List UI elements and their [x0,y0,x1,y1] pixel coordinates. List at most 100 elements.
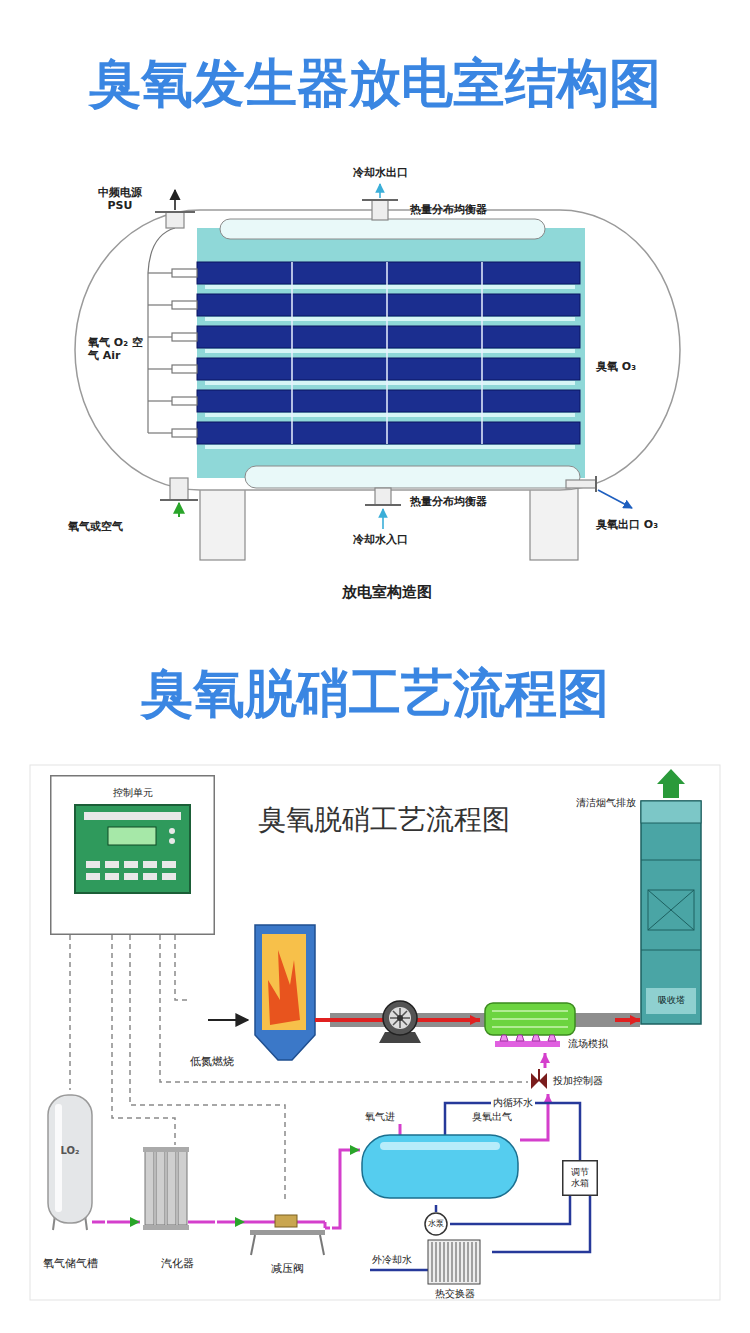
control-unit-shape [169,828,175,834]
electrode-connector [148,228,175,273]
heat-exchanger-shape [495,1041,560,1047]
part-label: 冷却水出口 [345,166,415,179]
heat-exchanger-shape [532,1035,540,1041]
pipe-connector [450,1196,570,1224]
ozone-generator-shape [399,1124,402,1135]
heat-equalizer [245,466,580,488]
ozone-generator-shape [380,1142,500,1150]
fan-symbol [383,1001,417,1035]
node-label: 热交换器 [420,1288,490,1300]
plate-heat-exchanger-shape [464,1242,465,1282]
chamber-pipe [365,504,401,506]
fan-symbol [390,1008,410,1028]
control-unit-shape [124,873,138,880]
boiler: 低氮燃烧 [190,920,330,1075]
pressure-valve: 减压阀 [245,1200,332,1278]
flow-arrow [382,509,384,529]
discharge-tube [205,349,575,353]
electrode-connector [148,304,172,305]
node-label: 吸收塔 [640,995,702,1006]
control-unit-shape [105,861,119,868]
pipe-connector [435,1205,438,1212]
vaporizer-shape [167,1150,176,1225]
ozone-generator-shape [360,1110,520,1205]
control-unit-shape [86,873,100,880]
control-signal-line [175,935,190,1000]
control-unit-shape [86,861,100,868]
boiler-shape [315,1018,330,1022]
control-unit-shape [143,873,157,880]
absorption-tower: 吸收塔 [640,800,704,1025]
electrode-connector [172,333,197,341]
ozone-generator-shape [362,1135,518,1198]
node-label: 投加控制器 [553,1075,603,1087]
discharge-tube [205,317,575,321]
flow-arrow [379,184,381,198]
absorption-tower-shape [640,800,702,1025]
discharge-tube [197,326,580,348]
control-signal-line [160,935,528,1082]
part-label: 外冷却水 [372,1254,412,1266]
oxygen-tank: LO₂氧气储气槽 [35,1090,107,1275]
part-label: 热量分布均衡器 [410,203,487,216]
plate-heat-exchanger-shape [468,1242,469,1282]
electrode-connector [172,397,197,405]
electrode-connector [172,301,197,309]
plate-heat-exchanger-shape [452,1242,453,1282]
node-label: 汽化器 [140,1257,215,1270]
node-label: 调节水箱 [570,1167,590,1189]
dosing-valve-shape [538,1069,540,1081]
flow-arrow [598,490,632,508]
chamber-pipe [375,488,391,505]
pressure-valve-shape [320,1235,324,1255]
discharge-tube [291,262,293,444]
electrode-connector [172,429,197,437]
discharge-tube [197,262,580,449]
chamber-pipe [362,199,398,201]
discharge-tube [292,262,482,444]
pipe-connector [217,1221,245,1224]
control-unit-shape [75,805,190,893]
pressure-valve-shape [325,1227,330,1230]
node-label: 氧气储气槽 [35,1257,105,1270]
plate-heat-exchanger-shape [448,1242,449,1282]
plate-heat-exchanger-shape [460,1242,461,1282]
plate-heat-exchanger-shape [472,1242,473,1282]
chamber-pipe [566,480,596,488]
part-label: 臭氧 O₃ [596,360,636,373]
part-label: 氧气 O₂ 空气 Air [88,336,144,362]
vaporizer-shape [143,1225,189,1230]
flow-arrow [174,190,176,210]
plate-heat-exchanger-shape [440,1242,441,1282]
absorption-tower-shape [648,890,694,930]
node-label: 臭氧出气 [472,1111,512,1123]
heat-exchanger-shape [516,1035,524,1041]
control-unit-shape [84,812,181,820]
electrode-connector [148,336,172,337]
pressure-valve-shape [275,1215,297,1227]
heat-exchanger: 流场模拟 [480,995,615,1053]
vaporizer-shape [145,1150,154,1225]
oxygen-tank-shape [92,1221,105,1224]
node-label: 氧气进 [365,1111,395,1123]
plate-heat-exchanger-shape [436,1242,437,1282]
control-unit-shape [108,827,156,845]
node-label: 流场模拟 [568,1038,608,1050]
control-unit-shape [162,873,176,880]
pressure-valve-shape [251,1235,255,1255]
discharge-tube [205,445,575,449]
heat-exchanger-shape [485,1003,575,1035]
water-tank-box: 调节水箱 [562,1160,598,1196]
chamber-pipe [170,478,188,500]
cooling-pipe [370,1269,430,1272]
part-label: 中频电源 PSU [92,186,148,212]
node-label: 减压阀 [245,1262,330,1275]
dosing-valve: 投加控制器 [528,1068,620,1094]
fan-symbol [397,1015,403,1021]
node-label: 水泵 [424,1219,448,1229]
boiler-shape [208,1019,248,1021]
pump-circle-shape [425,1213,447,1235]
heat-exchanger-shape [492,1026,568,1028]
part-label: 臭氧出口 O₃ [596,518,658,531]
